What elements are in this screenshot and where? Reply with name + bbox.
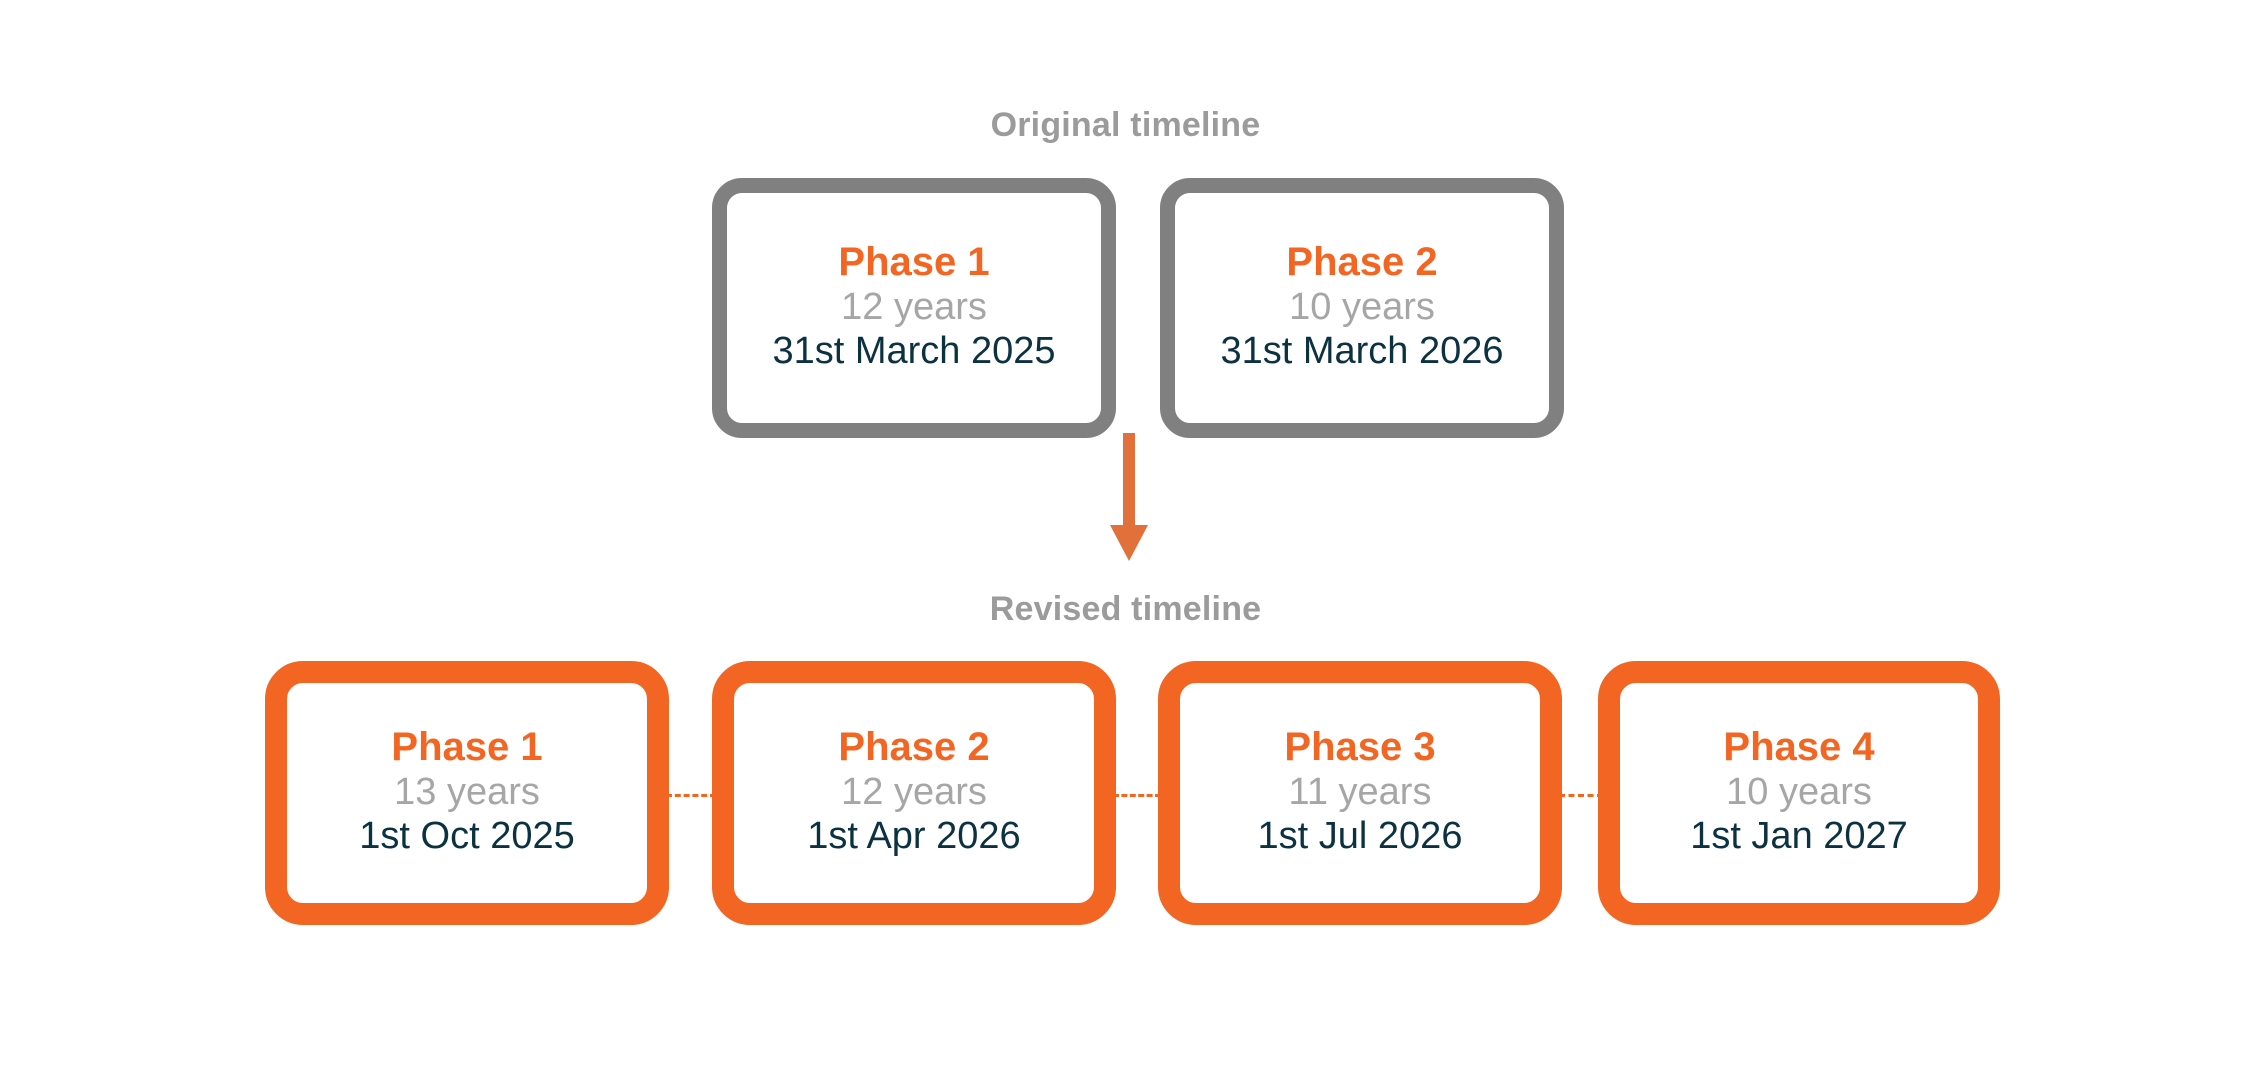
revised-timeline-caption: Revised timeline — [989, 590, 1262, 628]
phase-duration: 10 years — [1726, 770, 1872, 813]
phase-duration: 12 years — [841, 770, 987, 813]
card-inner: Phase 2 12 years 1st Apr 2026 — [740, 689, 1088, 897]
phase-title: Phase 2 — [1286, 239, 1438, 284]
revised-phase-card-3[interactable]: Phase 3 11 years 1st Jul 2026 — [1158, 661, 1562, 925]
card-inner: Phase 4 10 years 1st Jan 2027 — [1626, 689, 1972, 897]
revised-phase-card-2[interactable]: Phase 2 12 years 1st Apr 2026 — [712, 661, 1116, 925]
phase-date: 1st Oct 2025 — [359, 815, 575, 858]
phase-connector-3-4 — [1559, 794, 1603, 797]
card-inner: Phase 1 12 years 31st March 2025 — [734, 200, 1094, 416]
phase-date: 1st Jul 2026 — [1257, 815, 1463, 858]
down-arrow-icon — [1110, 433, 1148, 561]
card-inner: Phase 2 10 years 31st March 2026 — [1182, 200, 1542, 416]
phase-date: 31st March 2025 — [772, 330, 1056, 373]
phase-date: 31st March 2026 — [1220, 330, 1504, 373]
card-inner: Phase 3 11 years 1st Jul 2026 — [1186, 689, 1534, 897]
phase-connector-2-3 — [1113, 794, 1161, 797]
phase-title: Phase 1 — [838, 239, 990, 284]
phase-title: Phase 3 — [1284, 724, 1436, 769]
phase-duration: 13 years — [394, 770, 540, 813]
phase-connector-1-2 — [666, 794, 716, 797]
phase-duration: 12 years — [841, 285, 987, 328]
card-inner: Phase 1 13 years 1st Oct 2025 — [293, 689, 641, 897]
revised-phase-card-1[interactable]: Phase 1 13 years 1st Oct 2025 — [265, 661, 669, 925]
phase-duration: 11 years — [1288, 770, 1432, 813]
original-timeline-caption: Original timeline — [990, 106, 1261, 144]
phase-date: 1st Jan 2027 — [1690, 815, 1908, 858]
phase-title: Phase 4 — [1723, 724, 1875, 769]
phase-title: Phase 1 — [391, 724, 543, 769]
phase-date: 1st Apr 2026 — [807, 815, 1021, 858]
original-phase-card-2[interactable]: Phase 2 10 years 31st March 2026 — [1160, 178, 1564, 438]
phase-title: Phase 2 — [838, 724, 990, 769]
revised-phase-card-4[interactable]: Phase 4 10 years 1st Jan 2027 — [1598, 661, 2000, 925]
phase-duration: 10 years — [1289, 285, 1435, 328]
original-phase-card-1[interactable]: Phase 1 12 years 31st March 2025 — [712, 178, 1116, 438]
